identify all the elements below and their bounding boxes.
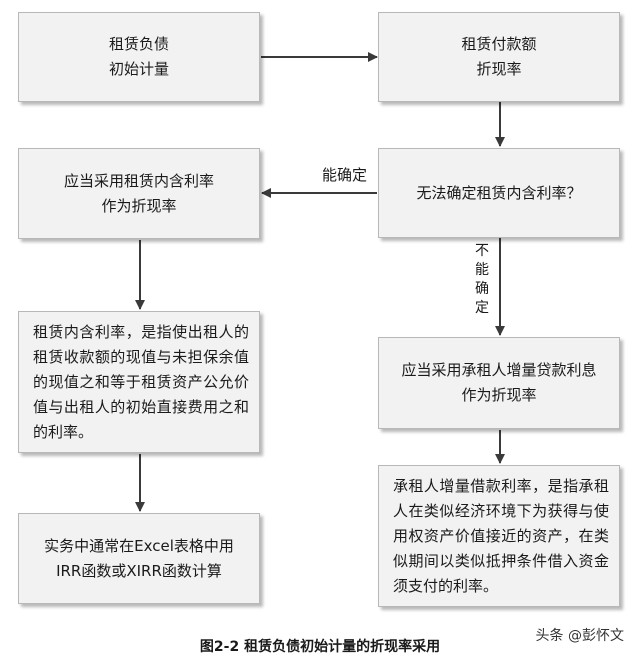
node-cannot-determine-text: 无法确定租赁内含利率？ bbox=[416, 183, 582, 202]
figure-caption: 图2-2 租赁负债初始计量的折现率采用 bbox=[199, 639, 441, 655]
node-discount-rate: 租赁付款额 折现率 bbox=[378, 12, 620, 102]
edge-label-can-determine: 能确定 bbox=[322, 166, 368, 184]
node-use-implicit-rate-text: 应当采用租赁内含利率 作为折现率 bbox=[63, 171, 214, 215]
edge-label-cannot-determine: 不能确定 bbox=[475, 243, 489, 316]
node-incremental-rate-definition-text: 承租人增量借款利率，是指承租人在类似经济环境下为获得与使用权资产价值接近的资产，… bbox=[393, 476, 609, 595]
node-practice-note: 实务中通常在Excel表格中用 IRR函数或XIRR函数计算 bbox=[18, 513, 260, 604]
node-practice-note-text: 实务中通常在Excel表格中用 IRR函数或XIRR函数计算 bbox=[44, 536, 234, 580]
node-initial-measure: 租赁负债 初始计量 bbox=[18, 12, 260, 102]
node-incremental-rate-definition: 承租人增量借款利率，是指承租人在类似经济环境下为获得与使用权资产价值接近的资产，… bbox=[378, 465, 620, 607]
node-use-implicit-rate: 应当采用租赁内含利率 作为折现率 bbox=[18, 148, 260, 239]
node-cannot-determine: 无法确定租赁内含利率？ bbox=[378, 148, 620, 238]
watermark: 头条 @彭怀文 bbox=[535, 628, 624, 644]
node-discount-rate-text: 租赁付款额 折现率 bbox=[461, 35, 537, 78]
node-use-incremental-rate-text: 应当采用承租人增量贷款利息 作为折现率 bbox=[401, 361, 597, 404]
node-use-incremental-rate: 应当采用承租人增量贷款利息 作为折现率 bbox=[378, 337, 620, 429]
node-initial-measure-text: 租赁负债 初始计量 bbox=[108, 35, 169, 78]
node-implicit-rate-definition: 租赁内含利率，是指使出租人的租赁收款额的现值与未担保余值的现值之和等于租赁资产公… bbox=[18, 311, 260, 453]
node-implicit-rate-definition-text: 租赁内含利率，是指使出租人的租赁收款额的现值与未担保余值的现值之和等于租赁资产公… bbox=[33, 322, 249, 441]
